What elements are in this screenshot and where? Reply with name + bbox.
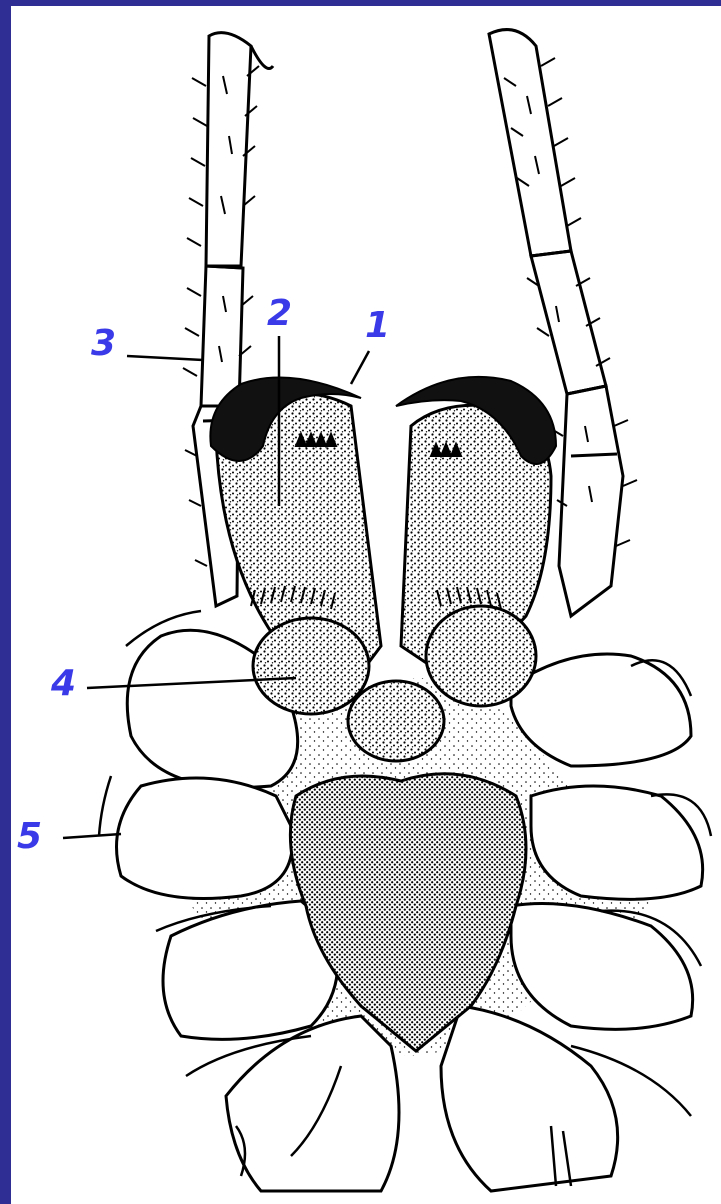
right-palp-coxa	[426, 606, 536, 706]
callout-label-2: 2	[267, 296, 292, 332]
leader-line-1	[351, 351, 369, 384]
right-leg-4	[441, 1006, 618, 1191]
hypostome	[348, 681, 444, 761]
callout-label-5: 5	[17, 819, 42, 855]
callout-label-4: 4	[51, 666, 76, 702]
right-leg-3	[511, 904, 693, 1030]
leader-line-3	[127, 356, 203, 360]
mite-illustration	[11, 6, 721, 1204]
left-leg-4	[226, 1016, 399, 1191]
figure-frame: 1 2 3 4 5	[11, 6, 721, 1204]
leader-line-5	[63, 834, 121, 838]
right-leg-1	[511, 654, 691, 766]
left-palp-coxa	[253, 618, 369, 714]
left-leg-2	[117, 778, 293, 899]
right-leg-2	[531, 786, 703, 899]
callout-label-3: 3	[91, 326, 116, 362]
callout-label-1: 1	[365, 308, 390, 344]
